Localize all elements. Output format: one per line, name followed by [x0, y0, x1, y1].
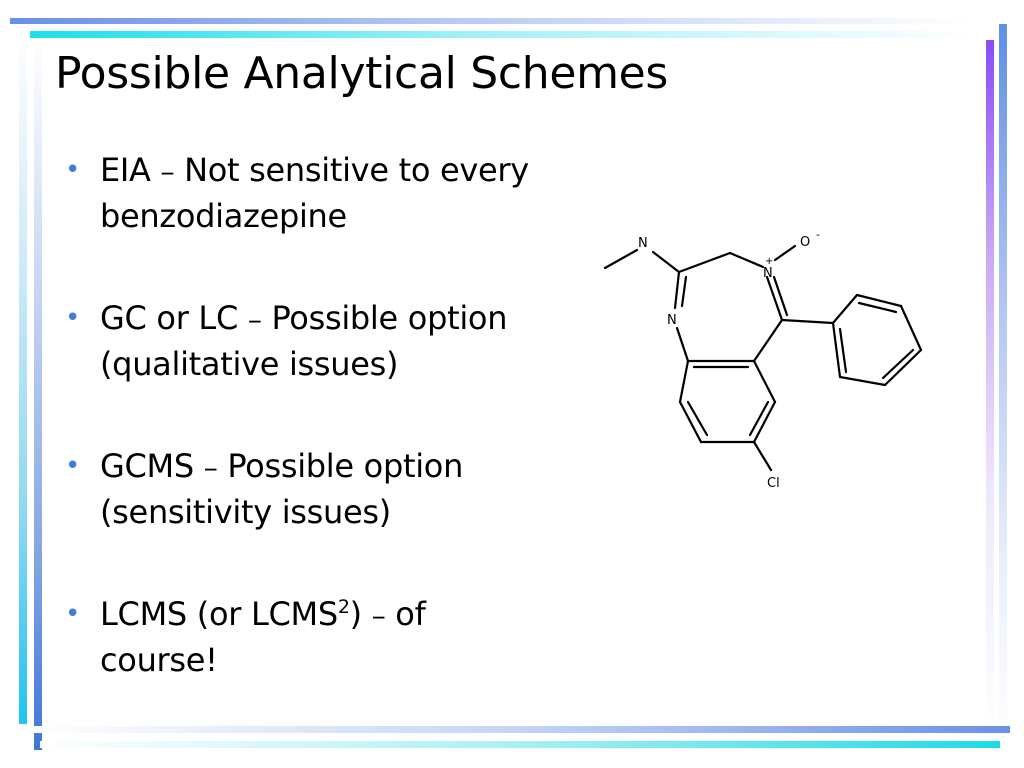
bullet-lead: GCMS — [100, 447, 194, 485]
bullet-list: • EIA – Not sensitive to every benzodiaz… — [62, 148, 602, 740]
frame-bar-left-cyan — [19, 24, 27, 724]
atom-chlorine: Cl — [767, 476, 780, 491]
bullet-dot-icon: • — [65, 599, 81, 629]
bullet-rest: Possible option — [271, 299, 508, 337]
bullet-line-1: GC or LC – Possible option — [100, 296, 602, 342]
bullet-line-1: GCMS – Possible option — [100, 444, 602, 490]
frame-bar-left-blue — [34, 38, 42, 750]
frame-bar-bottom-blue — [30, 726, 1010, 733]
bullet-line-2: course! — [100, 641, 218, 679]
atom-minus-charge: - — [816, 228, 820, 241]
bullet-lead: LCMS (or LCMS — [100, 595, 338, 633]
bullet-line-2: (qualitative issues) — [100, 345, 399, 383]
bullet-rest: of — [395, 595, 426, 633]
frame-bar-top — [10, 18, 970, 24]
chlordiazepoxide-structure: N N + O - N Cl — [603, 228, 923, 491]
bullet-item: • GC or LC – Possible option (qualitativ… — [62, 296, 602, 387]
frame-bar-right-blue — [999, 24, 1007, 750]
bullet-item: • GCMS – Possible option (sensitivity is… — [62, 444, 602, 535]
atom-n-plus: N — [763, 266, 773, 281]
frame-bar-bottom-cyan — [40, 741, 1000, 748]
frame-bar-top-cyan — [30, 31, 980, 38]
bullet-dash: – — [371, 599, 386, 632]
atom-oxygen: O — [800, 235, 810, 250]
bullet-rest: Not sensitive to every — [184, 151, 529, 189]
bullet-lead: EIA — [100, 151, 151, 189]
slide-title: Possible Analytical Schemes — [55, 48, 669, 99]
atom-plus-charge: + — [765, 256, 773, 267]
atom-n-ring: N — [667, 313, 677, 328]
bullet-dash: – — [247, 303, 262, 336]
bullet-close-paren: ) — [349, 595, 362, 633]
bullet-line-1: LCMS (or LCMS2) – of — [100, 592, 602, 638]
bullet-dot-icon: • — [65, 303, 81, 333]
bullet-rest: Possible option — [227, 447, 464, 485]
atom-n-methyl: N — [638, 236, 648, 251]
bullet-dot-icon: • — [65, 451, 81, 481]
bullet-dot-icon: • — [65, 155, 81, 185]
bullet-dash: – — [160, 155, 175, 188]
bullet-item: • LCMS (or LCMS2) – of course! — [62, 592, 602, 683]
bullet-line-2: benzodiazepine — [100, 197, 347, 235]
bullet-superscript: 2 — [337, 596, 350, 618]
bullet-item: • EIA – Not sensitive to every benzodiaz… — [62, 148, 602, 239]
bullet-dash: – — [203, 451, 218, 484]
bullet-lead: GC or LC — [100, 299, 238, 337]
frame-bar-right-purple — [986, 40, 994, 740]
bullet-line-2: (sensitivity issues) — [100, 493, 391, 531]
bullet-line-1: EIA – Not sensitive to every — [100, 148, 602, 194]
